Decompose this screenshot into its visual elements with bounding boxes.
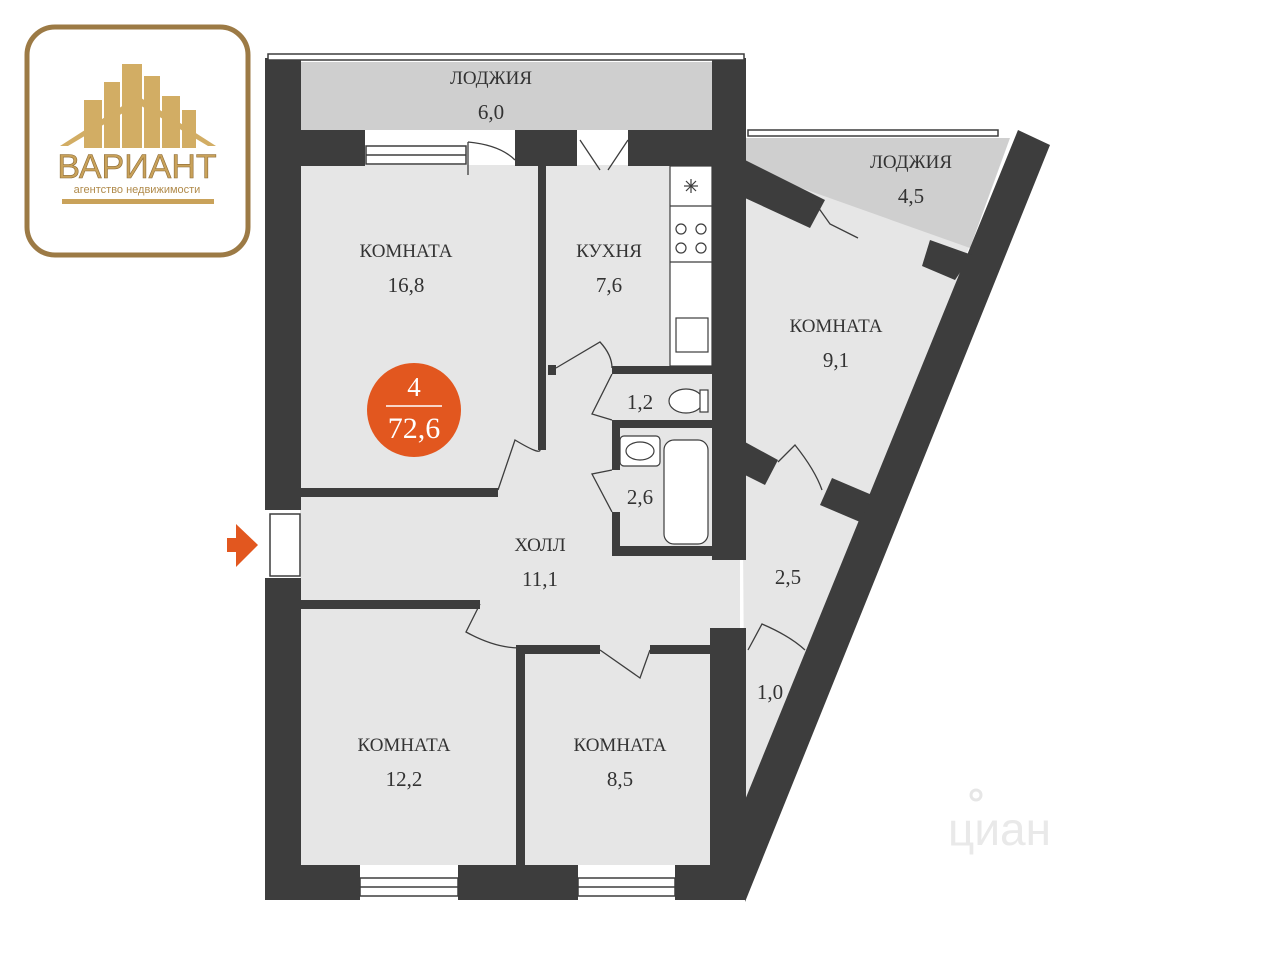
logo-brand-text: ВАРИАНТ: [57, 148, 216, 186]
buildings-icon: [60, 64, 216, 148]
wall-bath-bottom: [612, 546, 744, 556]
entrance-arrow-icon: [227, 524, 258, 567]
wall-room2-a: [745, 442, 778, 485]
badge-circle: [367, 363, 461, 457]
storage-area: 1,0: [757, 680, 783, 704]
wall-room3-hall: [300, 600, 480, 609]
wall-stub: [548, 365, 556, 375]
wall-upper-1: [265, 130, 365, 166]
wall-room4-hall-b: [650, 645, 712, 654]
door-bathroom[interactable]: [591, 469, 613, 513]
watermark-icon: [969, 788, 983, 802]
door-room2-loggia[interactable]: [812, 199, 859, 239]
loggia-right-name: ЛОДЖИЯ: [870, 152, 952, 173]
wall-room1-kitchen: [538, 165, 546, 450]
wall-bath-left-b: [612, 512, 620, 556]
walls: [265, 58, 1050, 902]
door-room3-hall[interactable]: [465, 603, 521, 649]
kitchen-sink-icon: [675, 317, 709, 353]
room3-area: 12,2: [386, 767, 423, 791]
door-kitchen-loggia[interactable]: [579, 139, 629, 171]
kitchen-name: КУХНЯ: [576, 241, 642, 262]
bathroom-area: 2,6: [627, 485, 653, 509]
wall-loggia-right-a: [745, 160, 825, 228]
loggia-top-area: 6,0: [478, 100, 504, 124]
room1-area: 16,8: [388, 273, 425, 297]
door-room4-hall[interactable]: [599, 649, 651, 680]
door-room1-loggia[interactable]: [467, 141, 516, 175]
room2-name: КОМНАТА: [790, 316, 883, 337]
wall-right-diagonal: [745, 130, 1050, 902]
vent-icon: [684, 179, 698, 193]
stove-icon: [675, 223, 707, 254]
wall-bath-left-a: [612, 428, 620, 470]
hall-name: ХОЛЛ: [514, 535, 565, 556]
fixtures: [619, 165, 713, 545]
logo-underline: [62, 199, 214, 204]
entrance-opening: [269, 513, 301, 577]
bathtub-icon: [663, 439, 709, 545]
watermark-text: циан: [948, 803, 1051, 855]
loggia-top-name: ЛОДЖИЯ: [450, 68, 532, 89]
apartment-badge: 4 72,6: [367, 363, 461, 457]
wall-room1-hall: [300, 488, 498, 497]
room4-area: 8,5: [607, 767, 633, 791]
watermark: циан: [948, 788, 1051, 855]
corridor-floor: [745, 360, 880, 800]
hall-area: 11,1: [522, 567, 558, 591]
corridor-area: 2,5: [775, 565, 801, 589]
wall-room2-b: [820, 478, 872, 522]
window-loggia-top: [267, 53, 745, 61]
logo-tagline-text: агентство недвижимости: [74, 184, 201, 196]
wall-storage: [710, 628, 746, 865]
wall-room4-hall-a: [525, 645, 600, 654]
badge-total-area: 72,6: [388, 412, 441, 445]
windows: [267, 53, 999, 897]
door-room1-hall[interactable]: [497, 439, 541, 491]
room3-name: КОМНАТА: [358, 735, 451, 756]
kitchen-area: 7,6: [596, 273, 622, 297]
door-wc[interactable]: [591, 373, 613, 421]
toilet-icon: [668, 388, 704, 414]
door-kitchen-hall[interactable]: [555, 341, 613, 369]
badge-rooms: 4: [407, 372, 421, 402]
wc-area: 1,2: [627, 390, 653, 414]
loggia-right-area: 4,5: [898, 184, 924, 208]
wall-room3-room4: [516, 645, 525, 865]
agency-logo: ВАРИАНТ агентство недвижимости: [24, 24, 251, 258]
room1-name: КОМНАТА: [360, 241, 453, 262]
doors: [465, 139, 859, 680]
wall-wc-bath: [612, 420, 712, 428]
room-labels: ЛОДЖИЯ 6,0 ЛОДЖИЯ 4,5 КОМНАТА 16,8 КУХНЯ…: [358, 68, 953, 791]
wall-wc-top: [612, 366, 712, 374]
loggia-top-floor: [272, 62, 712, 130]
wall-center-vertical: [712, 160, 746, 560]
loggia-right-floor: [745, 138, 1010, 248]
room2-area: 9,1: [823, 348, 849, 372]
door-storage[interactable]: [747, 623, 806, 651]
wall-loggia-right-b: [922, 240, 972, 280]
wall-bottom-1: [265, 865, 360, 900]
wall-left-lower: [265, 578, 301, 900]
room4-name: КОМНАТА: [574, 735, 667, 756]
wall-bottom-3: [675, 865, 745, 900]
wall-upper-2: [515, 130, 577, 166]
door-room2[interactable]: [777, 444, 823, 491]
window-loggia-right: [747, 129, 999, 137]
wall-bottom-2: [458, 865, 578, 900]
